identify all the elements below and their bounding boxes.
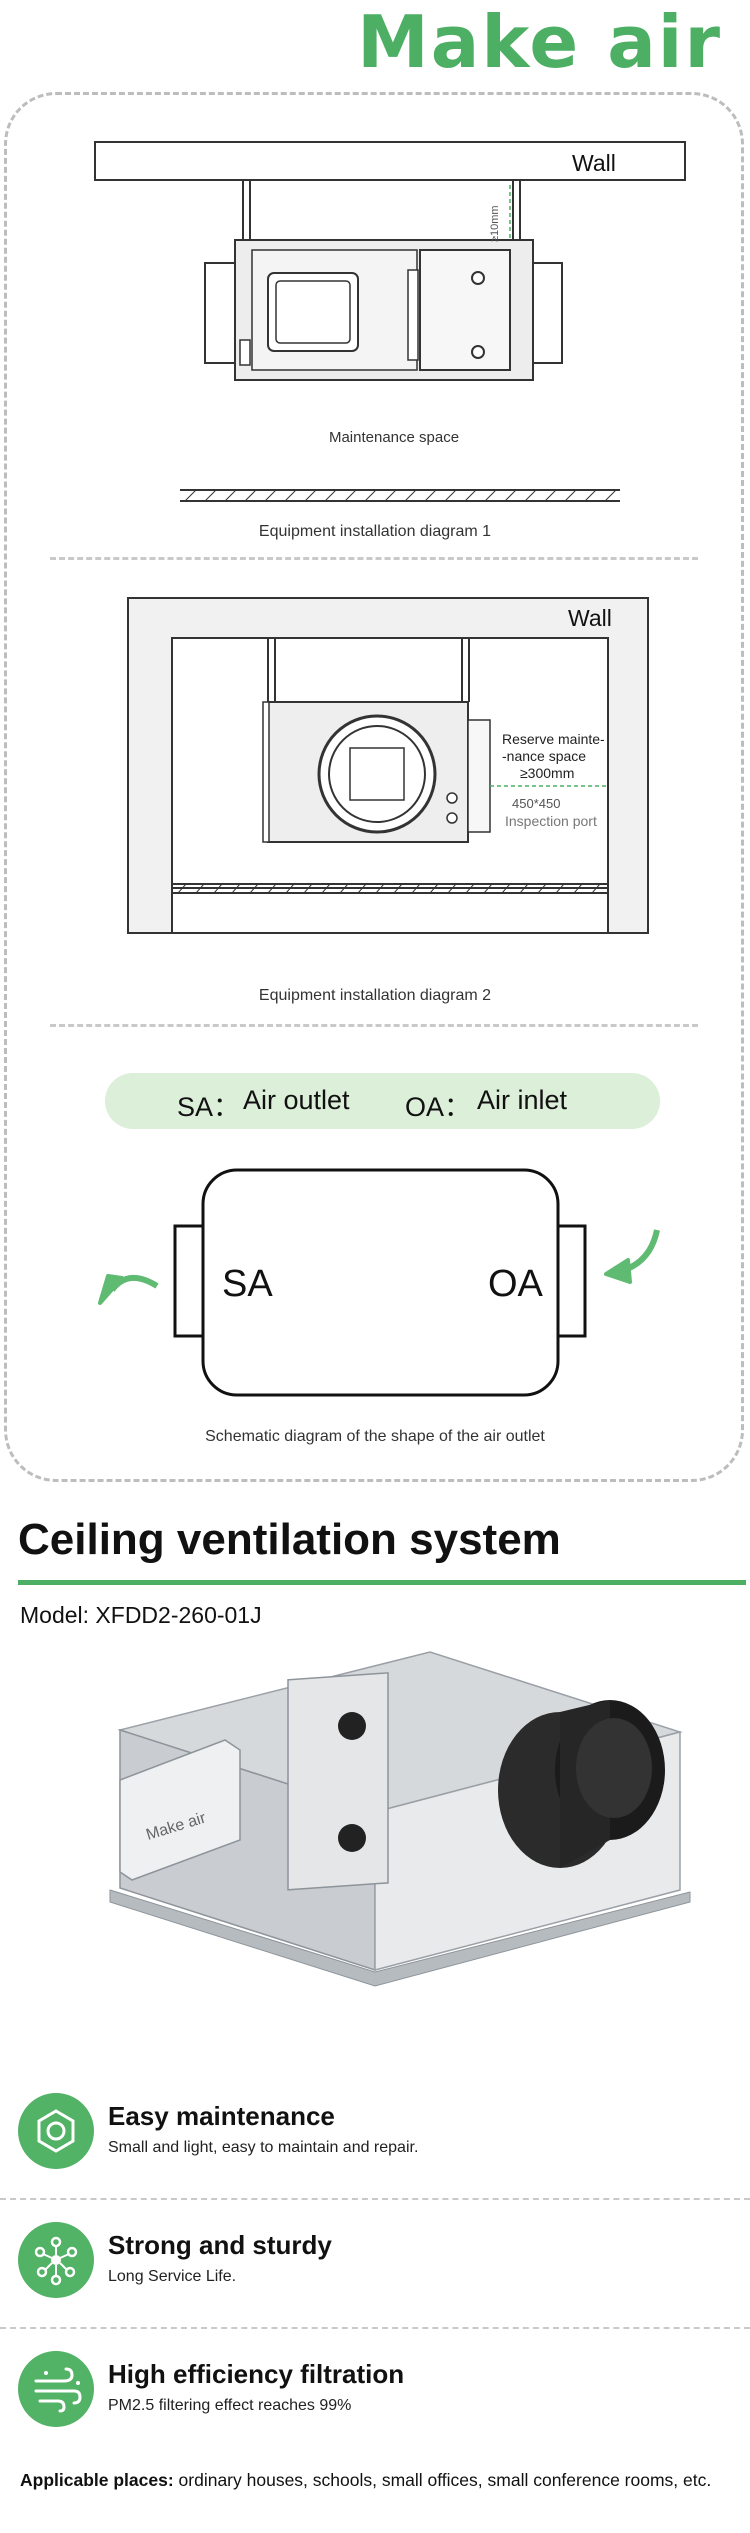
applicable-label: Applicable places: [20,2470,174,2490]
product-title: Ceiling ventilation system [18,1515,561,1564]
model-number: Model: XFDD2-260-01J [20,1602,262,1628]
inlet-arrow-icon [604,1229,660,1284]
outlet-arrow-icon [98,1274,159,1305]
applicable-text: ordinary houses, schools, small offices,… [173,2470,712,2490]
feature-high-filtration: High efficiency filtration PM2.5 filteri… [18,2351,738,2441]
feature-strong-sturdy: Strong and sturdy Long Service Life. [18,2222,738,2312]
feature-description: Small and light, easy to maintain and re… [108,2139,419,2156]
wall-label-1: Wall [572,150,616,176]
feature-description: Long Service Life. [108,2268,237,2285]
diagram-2-caption: Equipment installation diagram 2 [258,987,492,1004]
oa-key: OA： [405,1092,472,1122]
reserve-space-line-3: ≥300mm [520,765,574,781]
feature-easy-maintenance: Easy maintenance Small and light, easy t… [18,2093,738,2183]
feature-divider [0,2327,750,2329]
feature-divider [0,2198,750,2200]
applicable-places: Applicable places: ordinary houses, scho… [20,2470,711,2491]
title-underline [18,1580,746,1585]
installation-diagram-2: Wall Reserve mainte- -nance space ≥300mm… [127,597,649,934]
reserve-space-line-2: -nance space [502,748,586,764]
section-divider [50,557,698,560]
inspection-port-size: 450*450 [512,796,560,811]
sa-key: SA： [177,1092,241,1122]
clearance-label: ≥10mm [489,205,501,242]
hex-nut-icon [18,2093,94,2169]
feature-title: Strong and sturdy [108,2230,332,2260]
feature-description: PM2.5 filtering effect reaches 99% [108,2397,352,2414]
section-divider [50,1024,698,1027]
sa-value: Air outlet [243,1085,350,1115]
product-image: Make air [109,1651,691,1987]
feature-title: High efficiency filtration [108,2359,405,2389]
feature-title: Easy maintenance [108,2101,335,2131]
diagram-3-caption: Schematic diagram of the shape of the ai… [205,1428,545,1445]
diagram-1-caption: Equipment installation diagram 1 [258,523,492,540]
air-outlet-diagram: SA OA [98,1168,660,1397]
sa-shape-label: SA [222,1263,273,1305]
oa-shape-label: OA [488,1263,544,1305]
maintenance-space-label: Maintenance space [329,429,459,446]
brand-logo: Make air [357,0,722,84]
reserve-space-line-1: Reserve mainte- [502,731,605,747]
wall-label-2: Wall [568,605,612,631]
molecule-network-icon [18,2222,94,2298]
inspection-port-label: Inspection port [505,813,597,829]
installation-diagram-1: Wall ≥10mm Maintenance space [94,141,686,502]
wind-filter-icon [18,2351,94,2427]
air-legend: SA： Air outlet OA： Air inlet [105,1073,660,1129]
oa-value: Air inlet [477,1085,568,1115]
installation-panel [4,92,744,1482]
